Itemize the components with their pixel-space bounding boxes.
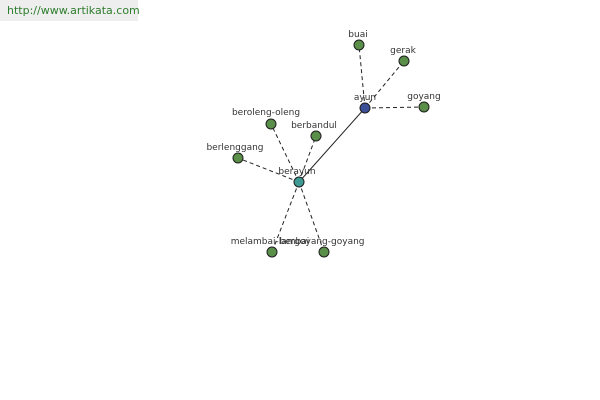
edge-berayun-berbandul xyxy=(298,135,317,183)
node-gerak[interactable] xyxy=(398,55,410,67)
edge-berayun-melambai-lambai xyxy=(271,181,300,253)
node-melambai-lambai[interactable] xyxy=(266,246,278,258)
edge-berayun-berlenggang xyxy=(237,157,300,183)
label-bergoyang-goyang: bergoyang-goyang xyxy=(280,237,365,247)
label-goyang: goyang xyxy=(407,92,440,102)
graph-nodes xyxy=(232,39,430,258)
edge-ayun-gerak xyxy=(364,60,405,109)
label-beroleng-oleng: beroleng-oleng xyxy=(232,108,300,118)
node-bergoyang-goyang[interactable] xyxy=(318,246,330,258)
label-berbandul: berbandul xyxy=(291,121,337,131)
node-berbandul[interactable] xyxy=(310,130,322,142)
label-buai: buai xyxy=(348,30,367,40)
label-berayun: berayun xyxy=(278,167,315,177)
node-berayun[interactable] xyxy=(293,176,305,188)
node-berlenggang[interactable] xyxy=(232,152,244,164)
label-ayun: ayun xyxy=(354,93,376,103)
node-buai[interactable] xyxy=(353,39,365,51)
label-gerak: gerak xyxy=(390,46,416,56)
label-berlenggang: berlenggang xyxy=(206,143,263,153)
label-melambai-lambai: melambai-lambai xyxy=(231,237,310,247)
node-ayun[interactable] xyxy=(359,102,371,114)
watermark-url[interactable]: http://www.artikata.com xyxy=(0,0,140,21)
node-beroleng-oleng[interactable] xyxy=(265,118,277,130)
node-goyang[interactable] xyxy=(418,101,430,113)
edge-ayun-goyang xyxy=(364,106,425,109)
edge-ayun-berayun xyxy=(298,107,366,183)
graph-edges xyxy=(237,44,425,253)
graph-labels: buai gerak goyang ayun beroleng-oleng be… xyxy=(206,30,440,247)
edge-berayun-beroleng-oleng xyxy=(270,123,300,183)
edge-berayun-bergoyang-goyang xyxy=(298,181,325,253)
edge-ayun-buai xyxy=(358,44,366,109)
